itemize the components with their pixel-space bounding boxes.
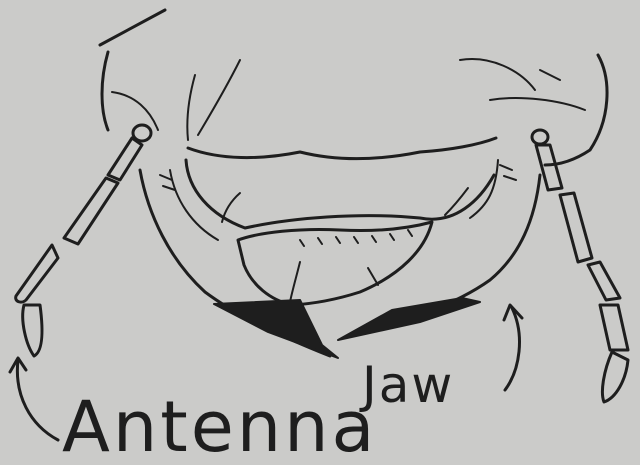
- jaw-arrow: [505, 308, 519, 390]
- head-dome-left: [187, 75, 195, 140]
- head-outline-right: [545, 55, 607, 165]
- head-inner-left-curve: [112, 92, 158, 130]
- mouth-plate-stroke-1: [290, 262, 300, 302]
- antenna-arrow: [17, 360, 58, 440]
- head-top-stroke: [100, 10, 165, 45]
- right-mandible-hatching: [500, 165, 516, 180]
- left-antenna-socket: [133, 125, 151, 141]
- left-antenna-tip: [23, 305, 42, 356]
- jaw-label: Jaw: [362, 360, 454, 410]
- left-mandible-blade: [214, 300, 338, 358]
- head-outline-left: [102, 52, 108, 130]
- left-antenna-scape: [108, 138, 142, 180]
- head-dome-crease: [198, 60, 240, 135]
- right-antenna-pedicel: [560, 193, 592, 262]
- head-top-right-curve: [460, 59, 535, 90]
- right-antenna-segment-4: [600, 305, 628, 350]
- mouth-plate-stroke-2: [368, 268, 378, 285]
- right-antenna-segment-3: [588, 262, 620, 300]
- left-antenna-pedicel: [64, 178, 118, 244]
- mouth-plate-hatching: [300, 230, 412, 246]
- antenna-label: Antenna: [62, 392, 377, 462]
- clypeus-edge: [188, 138, 496, 159]
- head-inner-right-curve: [490, 98, 585, 110]
- left-antenna-segment-3: [16, 245, 58, 302]
- mouth-plate: [238, 222, 432, 305]
- left-mandible-inner: [170, 170, 218, 240]
- right-antenna-tip: [602, 352, 628, 402]
- labrum-inner-right: [445, 188, 468, 215]
- labrum: [186, 160, 494, 228]
- right-mandible-blade: [338, 298, 480, 340]
- head-right-small-stroke: [540, 70, 560, 80]
- right-antenna-socket: [532, 130, 548, 144]
